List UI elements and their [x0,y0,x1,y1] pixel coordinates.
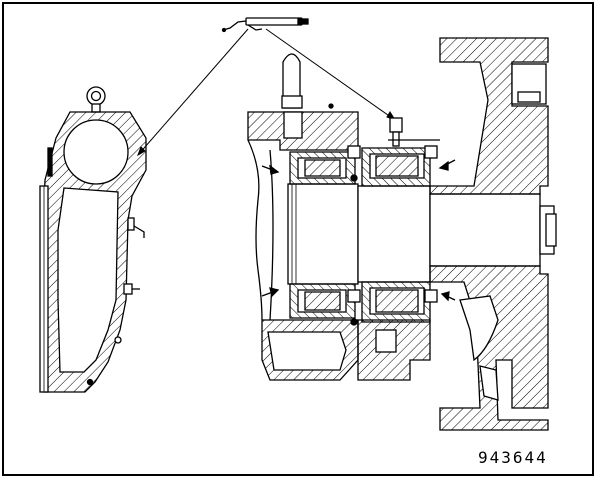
grease-gun-icon [221,17,309,33]
bearing-assembly-section-icon [247,37,557,431]
bearing-housing-icon [39,86,147,393]
figure-number: 943644 [478,448,548,467]
